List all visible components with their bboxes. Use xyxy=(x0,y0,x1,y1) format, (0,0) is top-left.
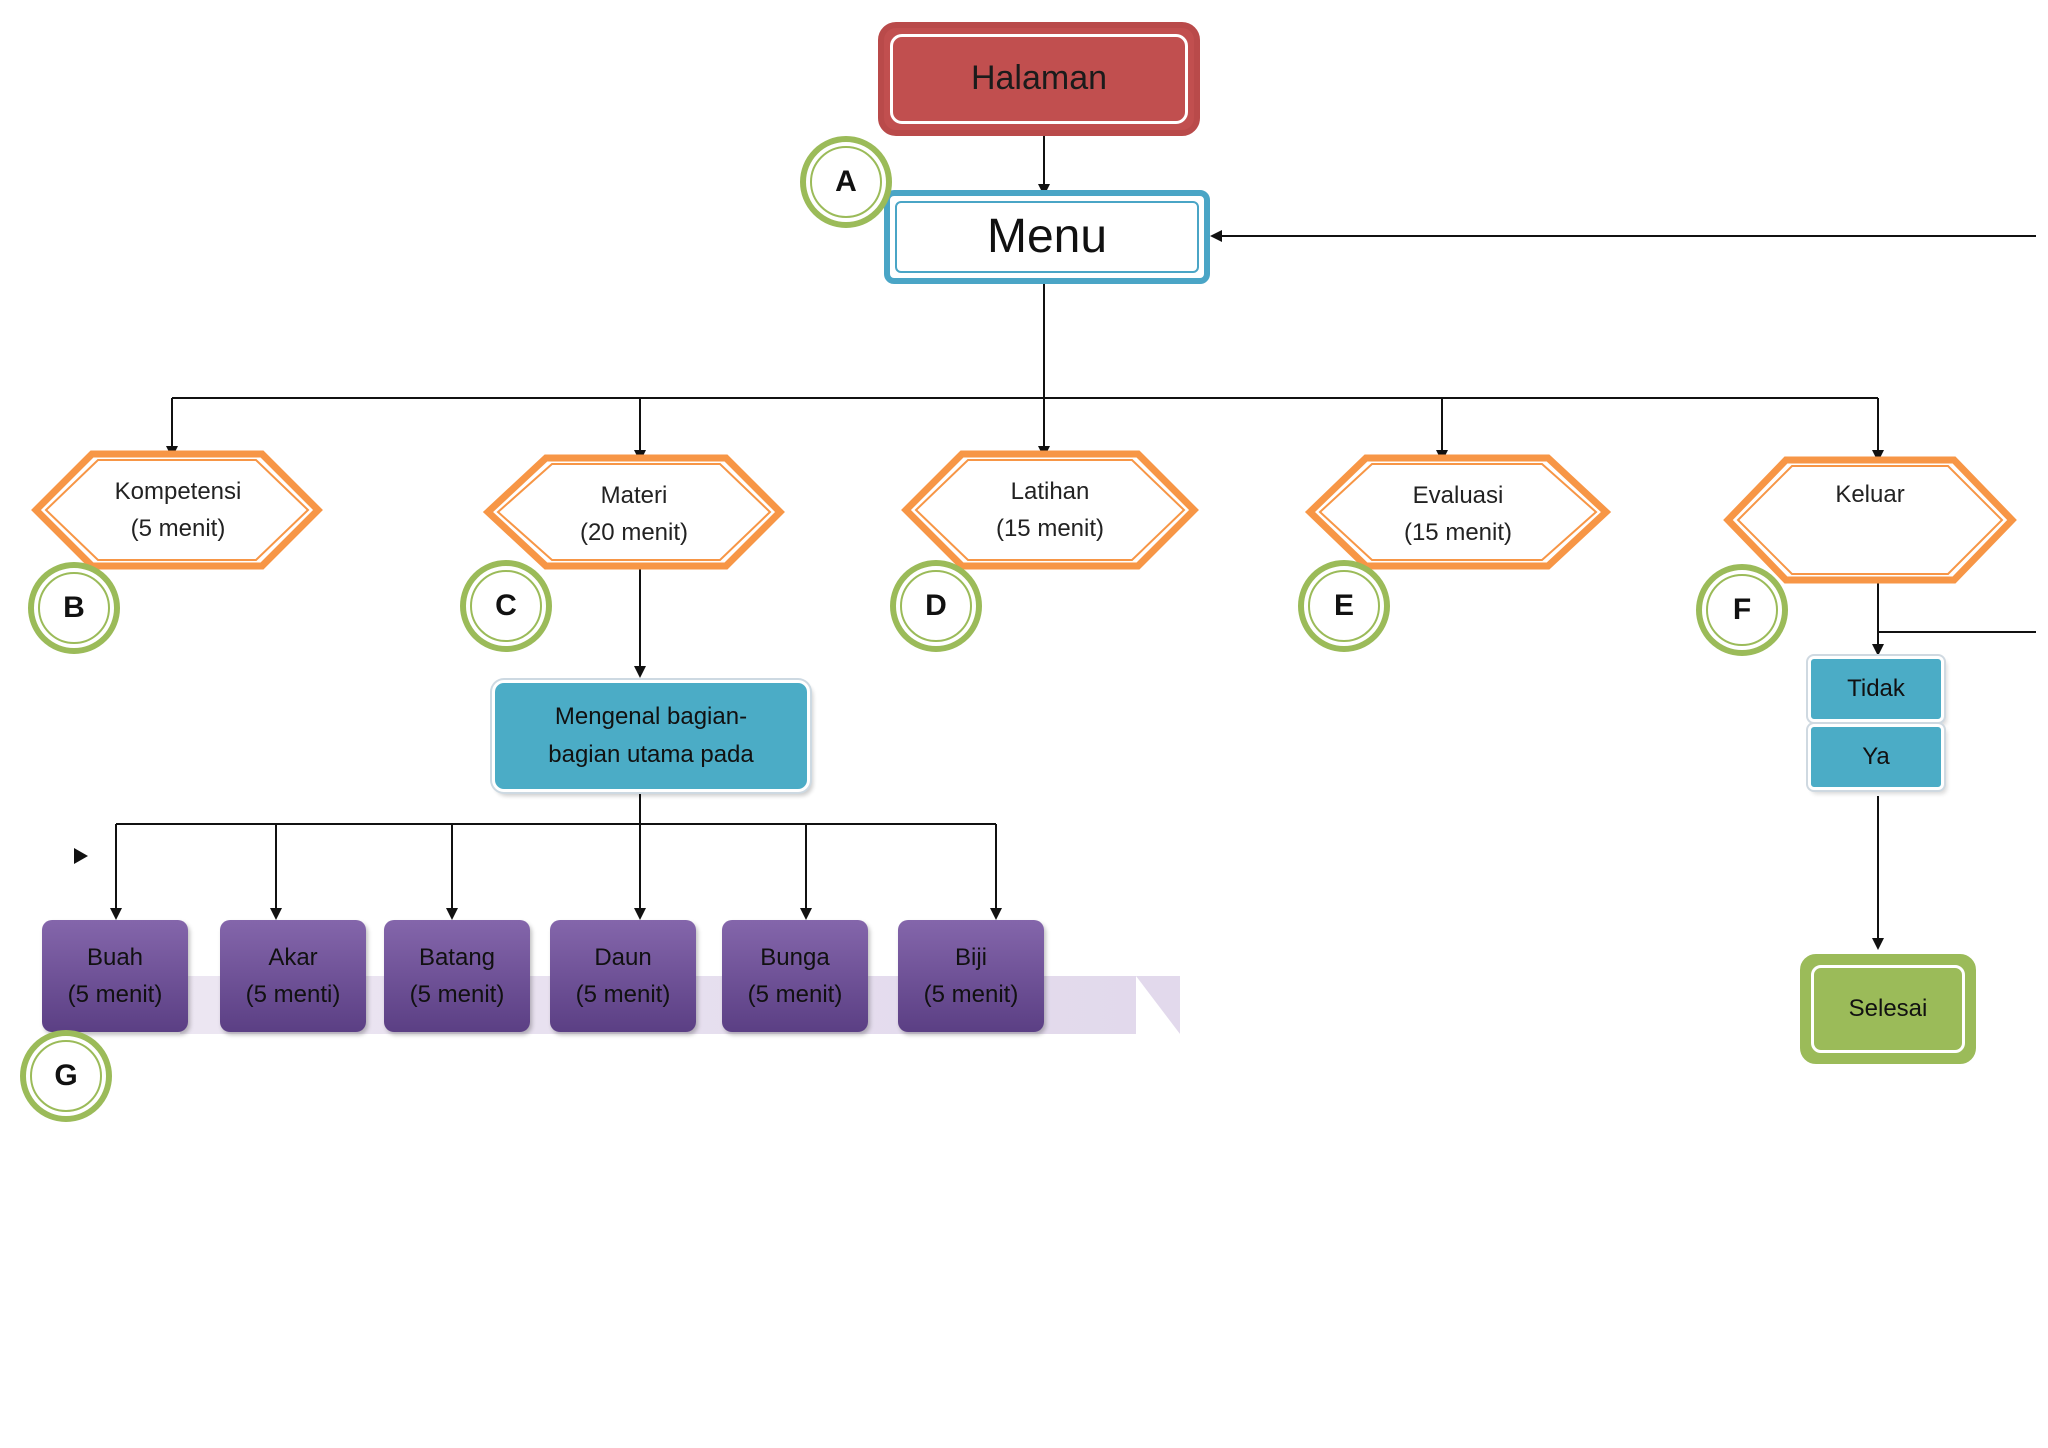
kompetensi-title: Kompetensi xyxy=(114,477,242,505)
marker-b-circle: B xyxy=(28,562,120,654)
menu-box[interactable] xyxy=(884,190,1210,284)
ya-button[interactable] xyxy=(1808,724,1944,790)
hex-kompetensi-label[interactable]: Kompetensi (5 menit) xyxy=(62,462,294,558)
hexagon-materi xyxy=(482,454,785,570)
card-buah[interactable] xyxy=(42,920,188,1032)
submenu-line-2: bagian utama pada xyxy=(548,741,754,768)
kompetensi-duration: (5 menit) xyxy=(130,515,226,542)
hex-latihan-label[interactable]: Latihan (15 menit) xyxy=(934,462,1166,558)
marker-g-circle: G xyxy=(20,1030,112,1122)
hexagon-latihan xyxy=(901,450,1199,570)
selesai-label: Selesai xyxy=(1848,995,1928,1023)
buah-duration: (5 menit) xyxy=(67,981,163,1008)
marker-e-letter: E xyxy=(1333,589,1354,622)
halaman-box[interactable] xyxy=(878,22,1200,136)
hexagon-keluar xyxy=(1723,456,2017,584)
marker-f-circle: F xyxy=(1696,564,1788,656)
pointer-triangle xyxy=(74,848,88,864)
batang-title: Batang xyxy=(418,943,496,971)
card-batang[interactable] xyxy=(384,920,530,1032)
batang-duration: (5 menit) xyxy=(409,981,505,1008)
card-daun-label: Daun (5 menit) xyxy=(550,920,696,1032)
bunga-duration: (5 menit) xyxy=(747,981,843,1008)
marker-e-circle: E xyxy=(1298,560,1390,652)
akar-duration: (5 menti) xyxy=(245,981,341,1008)
marker-d-letter: D xyxy=(925,589,947,622)
hex-evaluasi-label[interactable]: Evaluasi (15 menit) xyxy=(1342,466,1574,562)
bunga-title: Bunga xyxy=(760,943,830,971)
card-bunga[interactable] xyxy=(722,920,868,1032)
submenu-box[interactable] xyxy=(492,680,810,792)
biji-duration: (5 menit) xyxy=(923,981,1019,1008)
selesai-box[interactable] xyxy=(1800,954,1976,1064)
card-bunga-label: Bunga (5 menit) xyxy=(722,920,868,1032)
submenu-line-1: Mengenal bagian- xyxy=(554,702,748,730)
marker-c-circle: C xyxy=(460,560,552,652)
halaman-label: Halaman xyxy=(970,59,1108,98)
daun-title: Daun xyxy=(594,943,652,971)
card-akar-label: Akar (5 menti) xyxy=(220,920,366,1032)
materi-title: Materi xyxy=(600,481,668,509)
marker-b-letter: B xyxy=(63,591,85,624)
latihan-duration: (15 menit) xyxy=(995,515,1105,542)
marker-a-circle: A xyxy=(800,136,892,228)
akar-title: Akar xyxy=(268,943,318,971)
marker-g-letter: G xyxy=(54,1059,78,1092)
card-biji-label: Biji (5 menit) xyxy=(898,920,1044,1032)
card-batang-label: Batang (5 menit) xyxy=(384,920,530,1032)
keluar-title: Keluar xyxy=(1835,481,1905,508)
daun-duration: (5 menit) xyxy=(575,981,671,1008)
hex-materi-label[interactable]: Materi (20 menit) xyxy=(518,466,750,562)
card-daun[interactable] xyxy=(550,920,696,1032)
card-biji[interactable] xyxy=(898,920,1044,1032)
materi-duration: (20 menit) xyxy=(579,519,689,546)
menu-label: Menu xyxy=(986,210,1108,264)
submenu-label: Mengenal bagian- bagian utama pada xyxy=(492,680,810,792)
card-akar[interactable] xyxy=(220,920,366,1032)
latihan-title: Latihan xyxy=(1010,477,1090,505)
marker-d-circle: D xyxy=(890,560,982,652)
evaluasi-title: Evaluasi xyxy=(1412,481,1504,509)
evaluasi-duration: (15 menit) xyxy=(1403,519,1513,546)
tidak-label: Tidak xyxy=(1847,675,1905,703)
hex-keluar-label[interactable]: Keluar xyxy=(1754,466,1986,520)
marker-c-letter: C xyxy=(495,589,517,622)
marker-f-letter: F xyxy=(1732,593,1752,626)
ya-label: Ya xyxy=(1862,743,1890,771)
card-buah-label: Buah (5 menit) xyxy=(42,920,188,1032)
biji-title: Biji xyxy=(954,943,987,971)
tidak-button[interactable] xyxy=(1808,656,1944,722)
marker-a-letter: A xyxy=(835,165,857,198)
buah-title: Buah xyxy=(86,943,144,971)
